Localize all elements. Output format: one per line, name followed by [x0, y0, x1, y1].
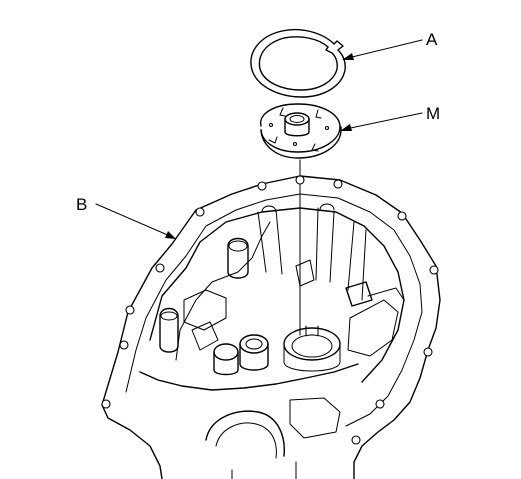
leader-a: [342, 39, 423, 60]
leader-m: [340, 112, 423, 131]
label-m: M: [426, 104, 440, 123]
bearing-bore-left: [213, 334, 269, 376]
leader-b: [95, 203, 176, 239]
label-a: A: [426, 30, 438, 49]
oil-guide-plate-m: [260, 103, 342, 159]
label-b: B: [76, 195, 87, 214]
snap-ring-a: [250, 28, 346, 98]
flange-bolt-holes: [101, 175, 439, 445]
bearing-bore-center: [283, 325, 341, 372]
transmission-housing-b: [101, 175, 441, 479]
